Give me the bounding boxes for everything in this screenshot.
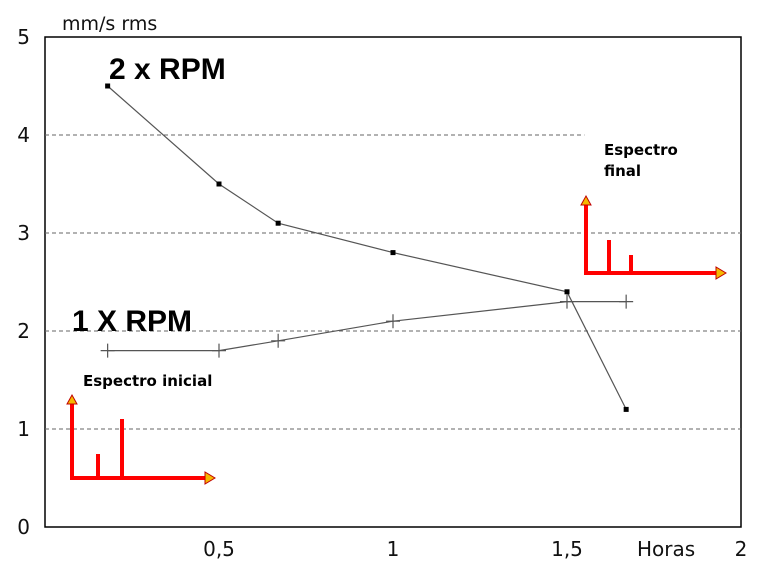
x-tick-label: 1 (387, 537, 400, 561)
plot-frame (44, 36, 742, 528)
initial-spectrum-label: Espectro inicial (83, 372, 212, 390)
y-tick-label: 4 (17, 123, 30, 147)
final-spectrum-label-line1: Espectro (604, 141, 678, 159)
data-point (271, 333, 286, 348)
data-point (619, 294, 634, 309)
final-spectrum-right-arrow (715, 266, 727, 280)
grid-lines (45, 134, 741, 430)
data-point (560, 294, 574, 309)
final-spectrum-up-arrow (580, 194, 592, 206)
data-point (390, 250, 396, 256)
series-lines (100, 83, 634, 412)
series-line (107, 301, 627, 352)
data-point (623, 406, 629, 412)
y-tick-label: 3 (17, 221, 30, 245)
initial-spectrum-icon (66, 393, 216, 485)
x-axis-label: Horas (637, 537, 695, 561)
series-line (107, 85, 627, 410)
series-label-1x-rpm: 1 X RPM (72, 305, 192, 338)
data-point (275, 220, 281, 226)
data-point (100, 343, 115, 358)
y-tick-label: 5 (17, 25, 30, 49)
final-spectrum-icon (580, 194, 727, 280)
data-point (105, 83, 111, 89)
x-tick-label: 2 (735, 537, 748, 561)
final-spectrum-label-line2: final (604, 162, 641, 180)
data-point (212, 343, 226, 358)
y-tick-label: 2 (17, 319, 30, 343)
data-point (216, 181, 222, 187)
x-tick-label: 1,5 (551, 537, 583, 561)
initial-spectrum-right-arrow (204, 471, 216, 485)
initial-spectrum-up-arrow (66, 393, 78, 405)
y-axis-unit-label: mm/s rms (62, 13, 157, 35)
y-tick-label: 0 (17, 515, 30, 539)
axis-ticks: 0 1 2 3 4 5 0,5 1 1,5 2 (17, 25, 747, 561)
data-point (386, 314, 400, 329)
series-label-2x-rpm: 2 x RPM (109, 53, 226, 86)
x-tick-label: 0,5 (203, 537, 235, 561)
data-point (564, 289, 570, 295)
y-tick-label: 1 (17, 417, 30, 441)
